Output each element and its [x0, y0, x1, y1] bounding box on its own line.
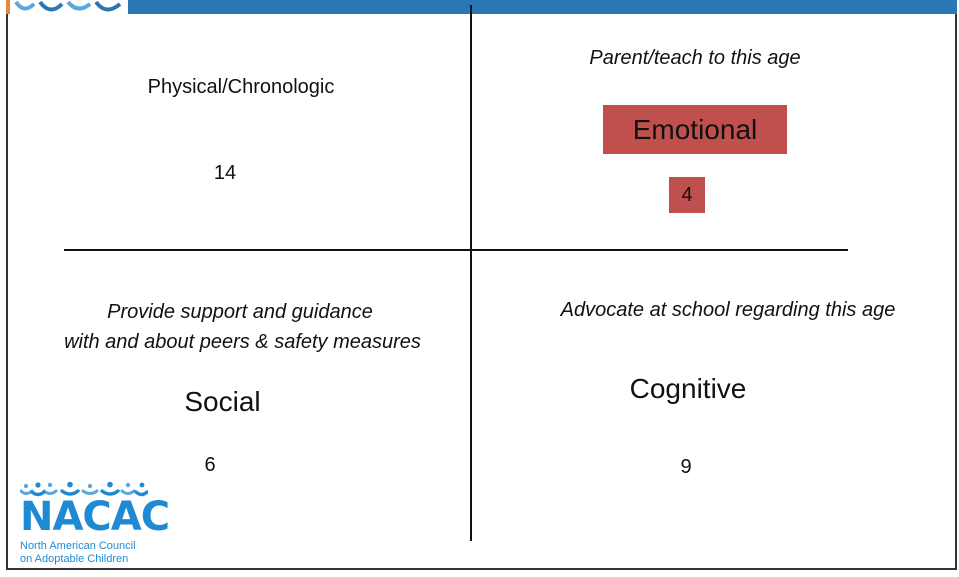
children-figures-icon — [19, 481, 149, 497]
logo-subtitle-line1: North American Council — [20, 540, 136, 552]
social-instruction-line2: with and about peers & safety measures — [64, 331, 421, 353]
horizontal-divider — [64, 249, 848, 251]
cognitive-label: Cognitive — [629, 373, 747, 404]
emotional-instruction: Parent/teach to this age — [589, 47, 801, 69]
physical-age: 14 — [213, 162, 237, 184]
emotional-age: 4 — [681, 184, 693, 206]
cognitive-instruction: Advocate at school regarding this age — [560, 299, 896, 321]
social-instruction-line1: Provide support and guidance — [107, 301, 373, 323]
header-logo-figures-icon — [14, 0, 126, 14]
social-label: Social — [184, 386, 261, 417]
cognitive-age: 9 — [680, 456, 692, 478]
emotional-highlight — [603, 105, 787, 154]
slide-frame — [6, 0, 957, 570]
emotional-label: Emotional — [632, 114, 758, 145]
header-accent-tab — [6, 0, 10, 14]
logo-name: NACAC — [20, 494, 170, 540]
nacac-logo: NACAC North American Council on Adoptabl… — [19, 481, 170, 568]
physical-label: Physical/Chronologic — [147, 76, 335, 98]
emotional-age-highlight — [669, 177, 705, 213]
header-bar — [128, 0, 957, 14]
vertical-divider — [470, 5, 472, 541]
social-age: 6 — [204, 454, 216, 476]
logo-subtitle-line2: on Adoptable Children — [20, 553, 129, 565]
